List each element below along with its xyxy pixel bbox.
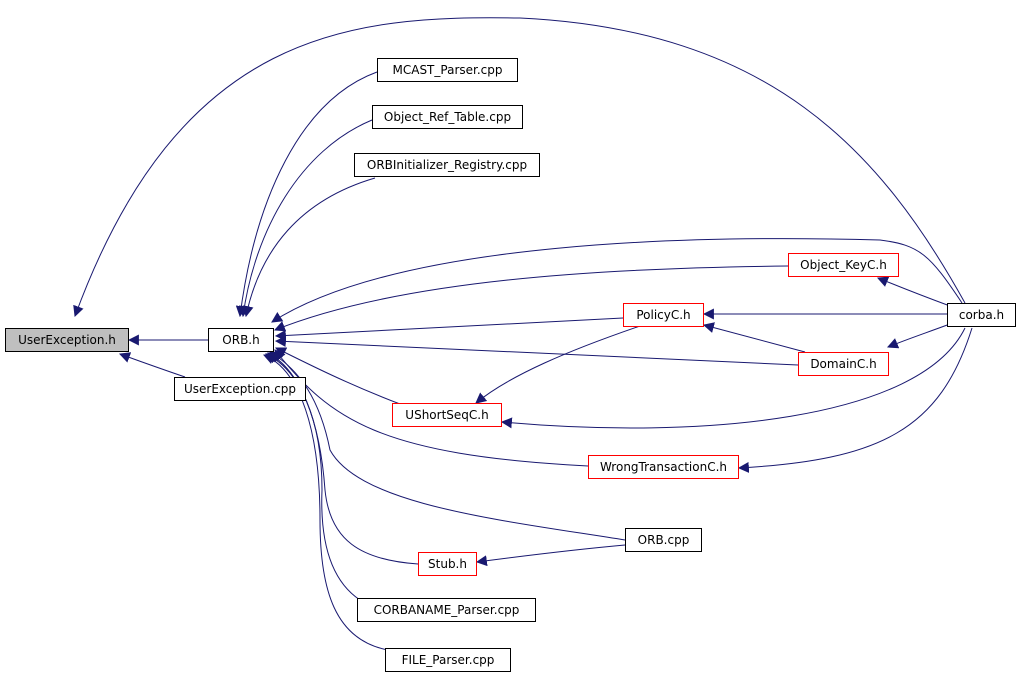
- node-wrongtransactionc-h[interactable]: WrongTransactionC.h: [588, 455, 739, 479]
- edge-userexception-cpp-to-userexception-h: [118, 352, 186, 378]
- node-object-keyc-h[interactable]: Object_KeyC.h: [788, 253, 899, 277]
- node-file-parser-cpp[interactable]: FILE_Parser.cpp: [385, 648, 511, 672]
- edge-orbinitializer-to-orb-h: [242, 177, 376, 318]
- edge-wrongtransactionc-to-orb-h: [274, 349, 589, 467]
- edge-corba-h-to-object-keyc: [876, 276, 951, 307]
- node-domainc-h[interactable]: DomainC.h: [798, 352, 889, 376]
- node-orbinitializer-registry-cpp[interactable]: ORBInitializer_Registry.cpp: [354, 153, 540, 177]
- node-stub-h[interactable]: Stub.h: [418, 552, 477, 576]
- edge-orb-cpp-to-orb-h: [269, 351, 626, 541]
- edge-corba-h-to-wrongtransactionc: [737, 327, 973, 473]
- node-corba-h[interactable]: corba.h: [947, 303, 1016, 327]
- node-userexception-h: UserException.h: [5, 328, 129, 352]
- edge-orb-cpp-to-stub: [475, 544, 626, 567]
- edge-corbaname-to-orb-h: [265, 353, 361, 601]
- edge-object-keyc-to-orb-h: [273, 265, 789, 332]
- edge-policyc-to-orb-h: [274, 317, 624, 341]
- node-userexception-cpp[interactable]: UserException.cpp: [174, 377, 306, 401]
- edge-corba-h-to-userexception-h: [73, 17, 966, 318]
- node-orb-h[interactable]: ORB.h: [208, 328, 274, 352]
- node-corbaname-parser-cpp[interactable]: CORBANAME_Parser.cpp: [357, 598, 536, 622]
- edge-corba-h-to-orb-h: [271, 238, 963, 323]
- node-ushortseqc-h[interactable]: UShortSeqC.h: [392, 403, 502, 427]
- edge-object-ref-table-to-orb-h: [238, 119, 373, 318]
- edge-corba-h-to-ushortseqc: [500, 327, 966, 429]
- edge-mcast-to-orb-h: [235, 71, 378, 318]
- edge-ushortseqc-to-orb-h: [275, 347, 401, 405]
- node-policyc-h[interactable]: PolicyC.h: [623, 303, 704, 327]
- edge-policyc-to-ushortseqc: [475, 325, 641, 404]
- node-object-ref-table-cpp[interactable]: Object_Ref_Table.cpp: [372, 105, 523, 129]
- edge-domainc-to-orb-h: [274, 335, 799, 366]
- node-mcast-parser-cpp[interactable]: MCAST_Parser.cpp: [377, 58, 518, 82]
- node-orb-cpp[interactable]: ORB.cpp: [625, 528, 702, 552]
- edge-corba-h-to-domainc: [886, 323, 951, 349]
- edge-domainc-to-policyc: [702, 322, 806, 353]
